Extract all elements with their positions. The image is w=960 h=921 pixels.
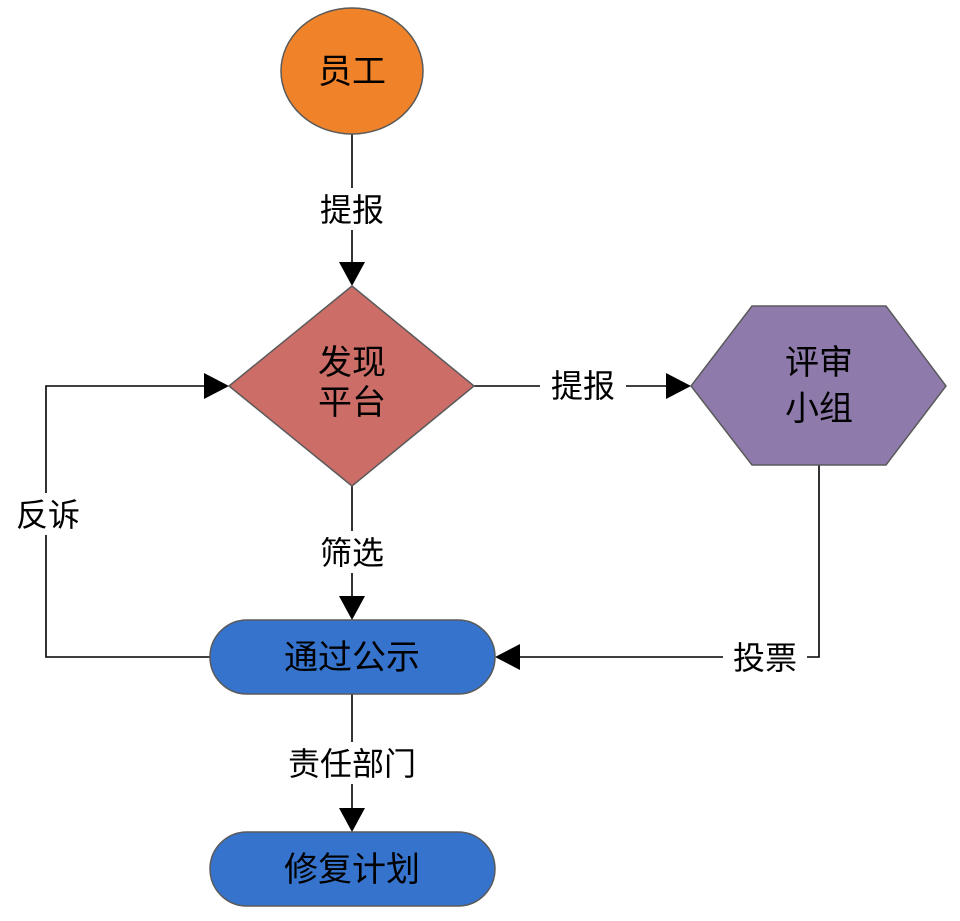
review-label-line1: 评审 <box>785 343 853 383</box>
platform-label-line1: 发现 <box>318 343 386 383</box>
platform-diamond <box>227 285 476 487</box>
edge-label-bg <box>6 493 90 535</box>
employee-label: 员工 <box>318 52 386 92</box>
review-hexagon <box>690 305 947 466</box>
arrowhead-to-repair <box>339 808 365 832</box>
node-repair-plan: 修复计划 <box>209 831 496 907</box>
edge-label-platform-report: 提报 <box>551 367 615 405</box>
node-publicity: 通过公示 <box>209 619 496 695</box>
arrowhead-to-platform-left <box>204 373 229 399</box>
node-employee: 员工 <box>280 7 424 135</box>
edge-label-employee-report: 提报 <box>320 191 384 229</box>
node-discovery-platform: 发现 平台 <box>227 285 476 487</box>
edge-review-to-publicity <box>517 465 820 658</box>
review-label-line2: 小组 <box>785 389 853 429</box>
arrowhead-to-publicity-right <box>495 644 520 670</box>
edge-label-bg <box>270 742 434 784</box>
edge-label-appeal: 反诉 <box>16 496 80 534</box>
edge-label-bg <box>723 636 807 678</box>
publicity-label: 通过公示 <box>284 638 420 678</box>
arrowhead-to-review <box>666 373 691 399</box>
edge-label-responsible-dept: 责任部门 <box>288 745 416 783</box>
edge-label-vote: 投票 <box>733 639 797 677</box>
employee-circle <box>280 7 424 135</box>
publicity-pill <box>209 619 496 695</box>
arrowhead-to-platform-top <box>339 262 365 286</box>
node-review-group: 评审 小组 <box>690 305 947 466</box>
arrowhead-to-publicity-top <box>339 596 365 620</box>
repair-pill <box>209 831 496 907</box>
edge-label-bg <box>540 364 626 406</box>
platform-label-line2: 平台 <box>318 383 386 423</box>
edge-label-filter: 筛选 <box>320 534 384 572</box>
edge-label-bg <box>310 188 394 230</box>
edge-label-bg <box>310 531 394 573</box>
repair-label: 修复计划 <box>284 850 420 890</box>
